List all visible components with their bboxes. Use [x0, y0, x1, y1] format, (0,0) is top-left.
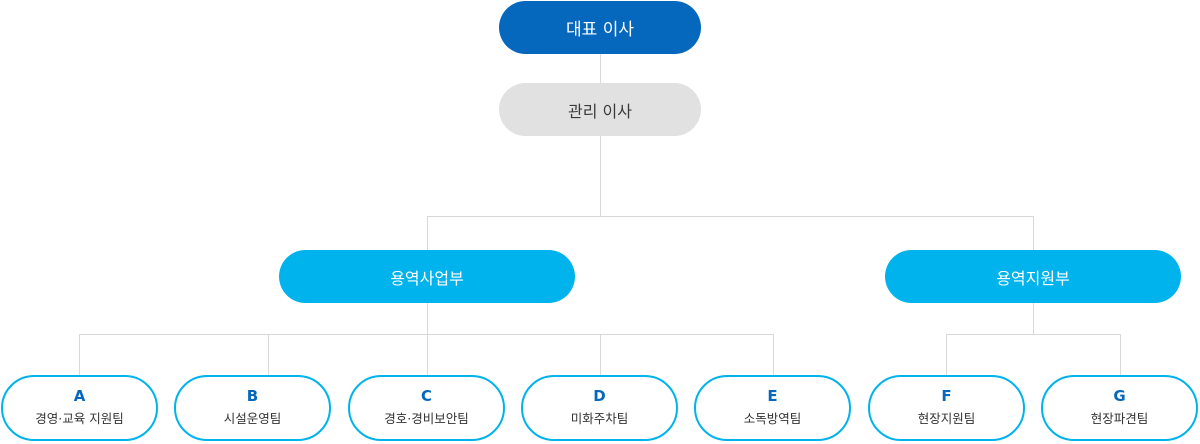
team-name: 현장지원팀	[917, 411, 976, 426]
team-name: 경호·경비보안팀	[384, 411, 469, 426]
team-name: 시설운영팀	[223, 411, 282, 426]
team-name: 미화주차팀	[570, 411, 629, 426]
department-service-business-node[interactable]: 용역사업부	[279, 250, 575, 303]
ceo-label: 대표 이사	[566, 20, 634, 40]
department-label: 용역지원부	[996, 268, 1070, 288]
team-code: G	[1113, 387, 1126, 405]
team-name: 소독방역팀	[743, 411, 802, 426]
team-code: D	[593, 387, 606, 405]
team-name: 현장파견팀	[1090, 411, 1149, 426]
ceo-node[interactable]: 대표 이사	[499, 1, 701, 54]
team-node-a[interactable]: A 경영·교육 지원팀	[1, 375, 158, 441]
team-code: F	[941, 387, 952, 405]
team-node-b[interactable]: B 시설운영팀	[174, 375, 331, 441]
team-code: E	[767, 387, 778, 405]
team-node-g[interactable]: G 현장파견팀	[1041, 375, 1198, 441]
team-node-e[interactable]: E 소독방역팀	[694, 375, 851, 441]
team-node-f[interactable]: F 현장지원팀	[868, 375, 1025, 441]
department-service-support-node[interactable]: 용역지원부	[885, 250, 1181, 303]
team-code: A	[73, 387, 86, 405]
team-code: C	[420, 387, 432, 405]
team-node-c[interactable]: C 경호·경비보안팀	[348, 375, 505, 441]
team-code: B	[246, 387, 259, 405]
team-node-d[interactable]: D 미화주차팀	[521, 375, 678, 441]
managing-director-node[interactable]: 관리 이사	[499, 83, 701, 136]
team-name: 경영·교육 지원팀	[35, 411, 124, 426]
managing-director-label: 관리 이사	[568, 101, 632, 121]
department-label: 용역사업부	[390, 268, 464, 288]
